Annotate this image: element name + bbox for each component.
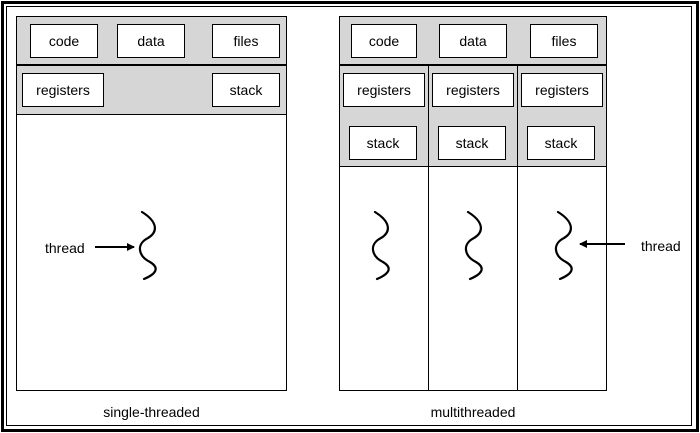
multi-stack-box-2: stack: [438, 126, 506, 160]
multi-stack-box-3: stack: [527, 126, 595, 160]
inner-frame: [6, 6, 692, 426]
multi-data-box: data: [439, 24, 507, 58]
single-thread-squiggle-icon: [138, 210, 157, 281]
multi-caption: multithreaded: [430, 404, 516, 420]
multi-registers-box-3: registers: [521, 73, 603, 107]
single-caption: single-threaded: [103, 404, 200, 420]
single-stack-box: stack: [212, 73, 280, 107]
multi-thread-squiggle-icon-3: [554, 210, 573, 281]
multi-thread-label: thread: [641, 238, 681, 254]
single-code-box: code: [30, 24, 98, 58]
multi-stack-box-1: stack: [349, 126, 417, 160]
single-files-box: files: [212, 24, 280, 58]
multi-thread-squiggle-icon-1: [371, 210, 390, 281]
multi-thread-squiggle-icon-2: [464, 210, 483, 281]
single-thread-label: thread: [45, 240, 85, 256]
multi-code-box: code: [351, 24, 417, 58]
single-data-box: data: [117, 24, 185, 58]
multi-registers-box-1: registers: [343, 73, 425, 107]
multi-registers-box-2: registers: [432, 73, 514, 107]
single-registers-box: registers: [22, 73, 104, 107]
multi-files-box: files: [530, 24, 598, 58]
